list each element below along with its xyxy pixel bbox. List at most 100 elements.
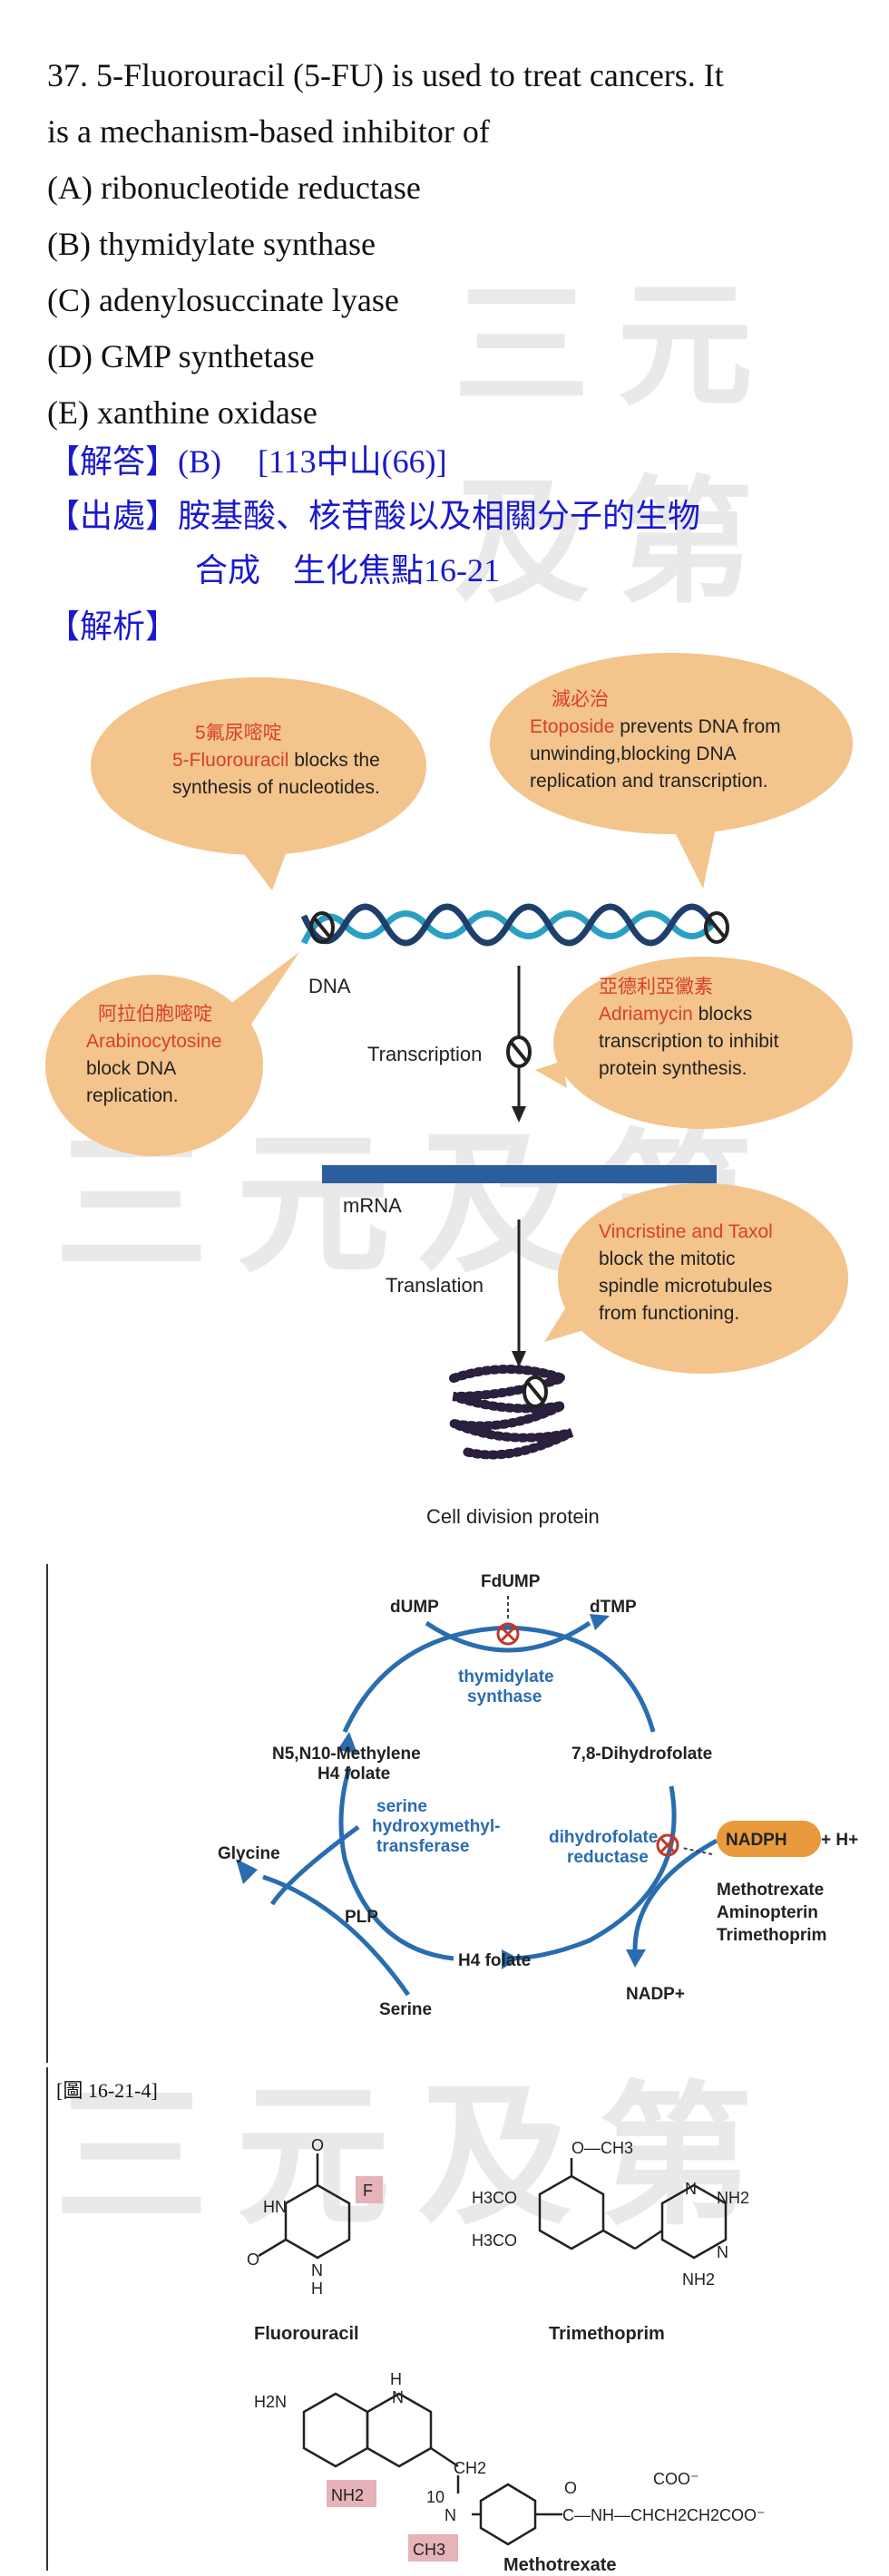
cycle-arc-top: [342, 1625, 656, 1734]
dna-helix: [300, 903, 716, 947]
svg-text:Adriamycin blocks: Adriamycin blocks: [599, 1004, 752, 1025]
dtmp-label: dTMP: [590, 1598, 637, 1617]
serine-label: Serine: [379, 2000, 432, 2019]
fdump-label: FdUMP: [481, 1572, 541, 1591]
svg-text:O: O: [311, 2136, 324, 2154]
dna-label: DNA: [308, 975, 351, 997]
svg-text:O: O: [564, 2479, 577, 2497]
svg-text:Arabinocytosine: Arabinocytosine: [86, 1031, 221, 1052]
mrna-label: mRNA: [343, 1194, 402, 1217]
svg-text:protein synthesis.: protein synthesis.: [599, 1058, 747, 1079]
fluorouracil-label: Fluorouracil: [254, 2324, 359, 2344]
inhibitor-label-3: Trimethoprim: [717, 1926, 826, 1945]
svg-text:Vincristine and Taxol: Vincristine and Taxol: [599, 1221, 773, 1242]
fluorouracil-structure: [258, 2153, 351, 2260]
figure-ref: [圖 16-21-4]: [56, 2079, 158, 2102]
structures-figure: F O O HN N H Fluorouracil O—CH3 H3CO H3C…: [46, 2067, 766, 2575]
origin-label: 【出處】: [47, 498, 179, 534]
inhibitor-label-1: Methotrexate: [717, 1881, 824, 1900]
glycine-label: Glycine: [218, 1844, 280, 1863]
svg-text:hydroxymethyl-: hydroxymethyl-: [372, 1817, 500, 1836]
question-stem-2: is a mechanism-based inhibitor of: [47, 113, 490, 150]
inhibitor-label-2: Aminopterin: [717, 1903, 818, 1922]
block-icon: [506, 1035, 532, 1068]
trimethoprim-label: Trimethoprim: [549, 2324, 665, 2344]
svg-text:5-Fluorouracil blocks the: 5-Fluorouracil blocks the: [172, 750, 380, 771]
serine-branch: [262, 1874, 411, 1997]
svg-text:CH3: CH3: [413, 2541, 445, 2559]
bubble-etoposide: 滅必治 Etoposide prevents DNA from unwindin…: [490, 653, 853, 889]
svg-text:HN: HN: [263, 2198, 287, 2216]
block-icon: [309, 911, 729, 944]
svg-text:serine: serine: [376, 1797, 427, 1816]
svg-text:COO⁻: COO⁻: [653, 2470, 699, 2488]
analysis-label: 【解析】: [47, 608, 179, 645]
svg-text:阿拉伯胞嘧啶: 阿拉伯胞嘧啶: [98, 1004, 212, 1025]
block-icon: [523, 1375, 548, 1408]
translation-label: Translation: [386, 1274, 484, 1297]
svg-text:NH2: NH2: [331, 2486, 364, 2504]
answer-source: [113中山(66)]: [258, 443, 447, 480]
svg-text:transferase: transferase: [376, 1837, 469, 1856]
question-stem: 37. 5-Fluorouracil (5-FU) is used to tre…: [47, 57, 724, 93]
inhibit-icon: [496, 1622, 679, 1857]
svg-text:block the mitotic: block the mitotic: [599, 1249, 736, 1269]
svg-text:H3CO: H3CO: [472, 2231, 517, 2250]
svg-text:reductase: reductase: [567, 1848, 649, 1867]
svg-text:CH2: CH2: [454, 2459, 486, 2477]
svg-text:replication and transcription.: replication and transcription.: [530, 771, 768, 792]
svg-text:N: N: [392, 2388, 404, 2406]
drug-mechanism-figure: 5氟尿嘧啶 5-Fluorouracil blocks the synthesi…: [45, 653, 853, 1528]
option-e: (E) xanthine oxidase: [47, 394, 318, 431]
svg-text:NH2: NH2: [682, 2270, 715, 2289]
svg-text:transcription to inhibit: transcription to inhibit: [599, 1031, 779, 1052]
svg-text:H3CO: H3CO: [472, 2189, 517, 2207]
svg-text:N: N: [717, 2243, 728, 2261]
answer-line: 【解答】(B)[113中山(66)]: [47, 435, 447, 488]
thymidylate-cycle-figure: NADPH + H+ FdUMP dUMP dTMP thymidylate s…: [46, 1564, 858, 2063]
question-block: 37. 5-Fluorouracil (5-FU) is used to tre…: [47, 47, 845, 441]
svg-text:N: N: [311, 2261, 323, 2280]
plp-label: PLP: [345, 1908, 378, 1927]
svg-text:thymidylate: thymidylate: [458, 1667, 554, 1687]
cycle-arc-right: [507, 1785, 677, 1961]
bubble-adriamycin: 亞德利亞黴素 Adriamycin blocks transcription t…: [535, 957, 853, 1129]
svg-text:Etoposide prevents DNA from: Etoposide prevents DNA from: [530, 716, 781, 737]
svg-text:N: N: [444, 2506, 456, 2524]
svg-text:H: H: [390, 2370, 402, 2388]
svg-text:C—NH—CHCH2CH2COO⁻: C—NH—CHCH2CH2COO⁻: [562, 2506, 766, 2524]
origin-line-2: 合成 生化焦點16-21: [195, 544, 500, 597]
svg-text:H2N: H2N: [254, 2393, 287, 2411]
bubble-arabinocytosine: 阿拉伯胞嘧啶 Arabinocytosine block DNA replica…: [45, 952, 299, 1156]
svg-text:O—CH3: O—CH3: [572, 2139, 633, 2157]
mrna-bar: [322, 1165, 717, 1183]
svg-text:H4 folate: H4 folate: [318, 1764, 390, 1784]
svg-text:+ H+: + H+: [821, 1831, 858, 1850]
svg-text:synthesis of nucleotides.: synthesis of nucleotides.: [172, 777, 380, 798]
watermark: 三元及第: [54, 2067, 781, 2247]
trimethoprim-structure: [538, 2158, 728, 2260]
origin-text-2: 合成 生化焦點16-21: [195, 552, 500, 588]
methotrexate-structure: [302, 2392, 562, 2546]
svg-text:from functioning.: from functioning.: [599, 1303, 739, 1324]
svg-text:unwinding,blocking DNA: unwinding,blocking DNA: [530, 744, 737, 764]
transcription-label: Transcription: [367, 1043, 482, 1065]
dump-label: dUMP: [390, 1598, 439, 1617]
svg-text:10: 10: [426, 2488, 444, 2506]
option-c: (C) adenylosuccinate lyase: [47, 282, 399, 318]
dump-dtmp-arc: [425, 1620, 591, 1653]
svg-text:replication.: replication.: [86, 1085, 179, 1106]
dhf-label: 7,8-Dihydrofolate: [572, 1745, 712, 1764]
svg-text:NH2: NH2: [717, 2189, 749, 2207]
nadp-label: NADP+: [626, 1985, 685, 2004]
svg-text:block DNA: block DNA: [86, 1058, 176, 1079]
bubble-vincristine: Vincristine and Taxol block the mitotic …: [544, 1183, 848, 1374]
methotrexate-label: Methotrexate: [503, 2555, 616, 2575]
origin-text-1: 胺基酸、核苷酸以及相關分子的生物: [178, 498, 701, 534]
svg-text:F: F: [363, 2182, 373, 2200]
glycine-branch: [269, 1824, 360, 1906]
protein-label: Cell division protein: [426, 1505, 600, 1528]
cycle-arc-left: [338, 1767, 454, 1961]
analysis-line: 【解析】: [47, 600, 178, 653]
watermark: 三元及第: [454, 267, 781, 622]
